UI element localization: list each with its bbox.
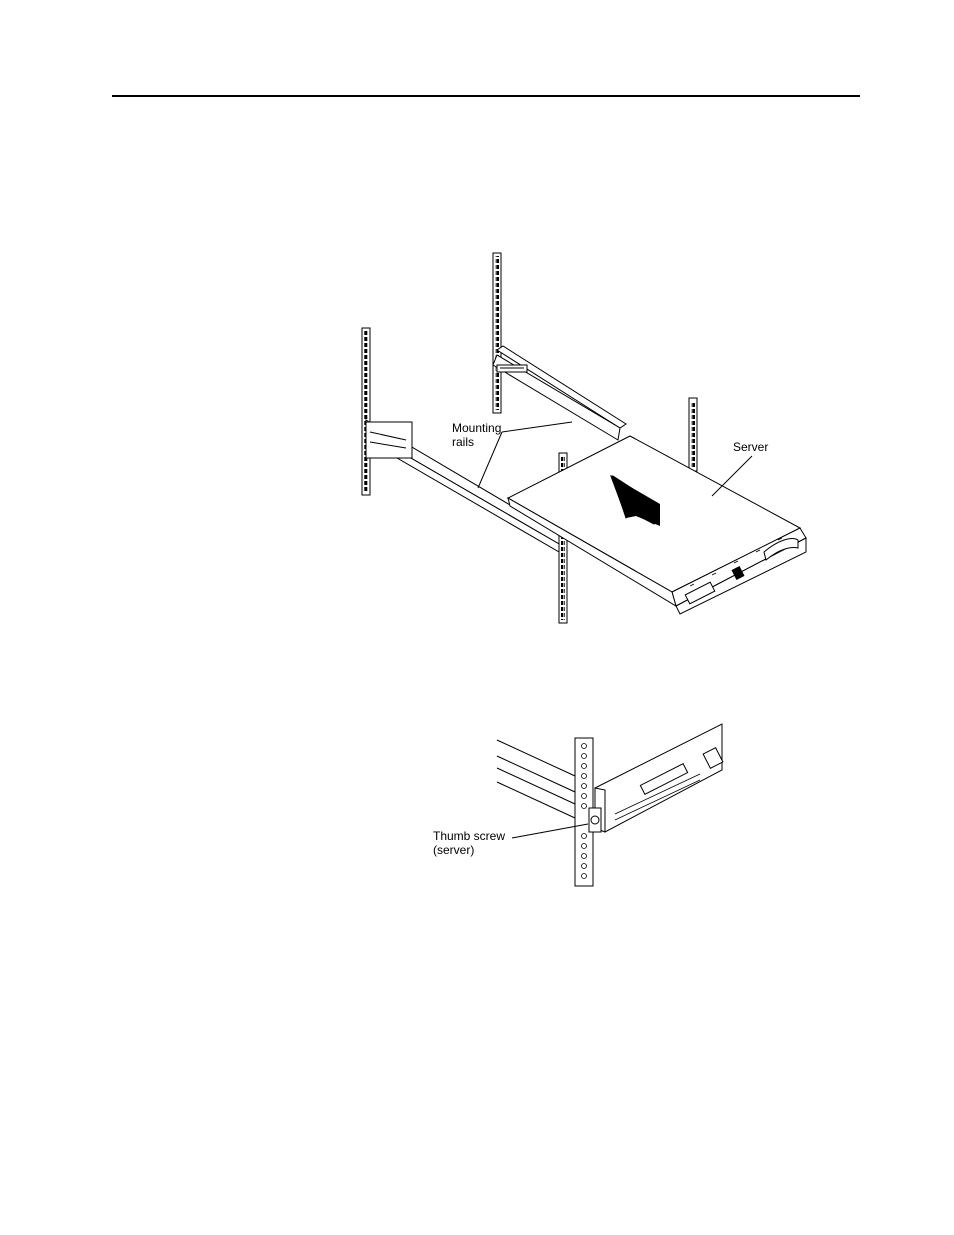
leader-server [712, 456, 752, 496]
server-label: Server [733, 440, 768, 454]
thumb-screw-figure [497, 724, 723, 886]
rack-post-rear-right [689, 398, 697, 471]
rack-post-rear-left [493, 253, 501, 413]
leader-mounting-rails-1 [502, 422, 572, 432]
mounting-rail-rear [493, 346, 626, 440]
rack-post-front-left [362, 328, 370, 495]
thumb-screw-label: Thumb screw (server) [433, 829, 505, 857]
server-chassis [508, 436, 806, 614]
mounting-rails-label: Mounting rails [452, 421, 501, 449]
